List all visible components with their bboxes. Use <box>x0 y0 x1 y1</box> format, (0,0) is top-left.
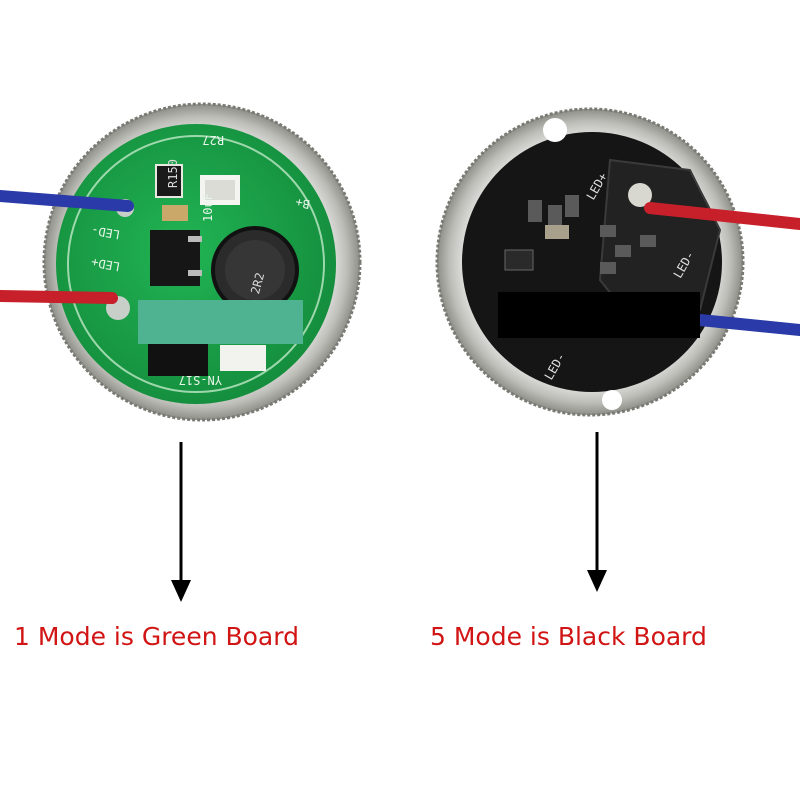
resistor-label: R27 <box>202 133 224 147</box>
led-neg-label: LED- <box>90 223 121 242</box>
black-board-caption: 5 Mode is Black Board <box>430 622 707 651</box>
inductor-label: 2R2 <box>248 271 267 296</box>
green-board-caption: 1 Mode is Green Board <box>14 622 299 651</box>
black-board-blue-wire <box>694 314 800 336</box>
black-board-red-wire <box>644 202 800 230</box>
green-board-red-wire <box>0 290 118 304</box>
model-label: YN-S17 <box>179 373 222 387</box>
bat-pos-label: B+ <box>294 195 311 211</box>
capacitor <box>162 205 188 221</box>
cap-label: 10uF <box>201 193 215 222</box>
right-down-arrow <box>587 432 607 592</box>
black-board-redaction <box>498 292 700 338</box>
chip-label: R150 <box>166 159 180 188</box>
black-driver-board: LED+ LED- LED- <box>435 107 800 417</box>
led-pos-label: LED+ <box>90 255 121 274</box>
left-down-arrow <box>171 442 191 602</box>
green-board-redaction <box>138 300 303 344</box>
small-chip <box>155 164 183 198</box>
green-driver-board: R150 2R2 R27 B+ 10uF LED- LED+ YN-S17 <box>0 102 362 422</box>
green-board-blue-wire <box>0 190 134 212</box>
